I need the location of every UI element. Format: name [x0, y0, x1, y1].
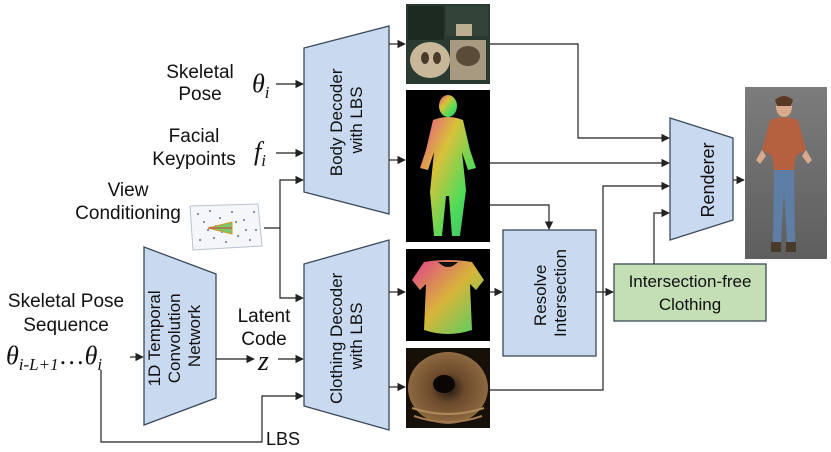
- rendered-avatar-image: [745, 87, 827, 259]
- body-decoder-label-line2: with LBS: [347, 86, 366, 154]
- arrow-view-to-body: [264, 175, 304, 229]
- latent-code-line1: Latent: [238, 306, 292, 327]
- body-normal-image: [406, 90, 490, 242]
- clothing-normal-image: [406, 249, 490, 341]
- arrow-bodytex-to-renderer: [490, 43, 670, 143]
- z-symbol: z: [257, 346, 269, 377]
- arrow-view-to-clothing: [279, 228, 304, 303]
- clothing-texture-image: [406, 348, 490, 428]
- temporal-conv-label-line1: 1D Temporal: [145, 290, 164, 386]
- pose-sequence-label-line1: Skeletal Pose: [8, 291, 124, 312]
- view-pointcloud-thumbnail: [189, 203, 263, 251]
- latent-code-label: Latent Code z: [238, 306, 292, 377]
- lbs-label: LBS: [266, 429, 300, 449]
- intersection-free-clothing-block: Intersection-free Clothing: [613, 263, 767, 322]
- intersection-free-label-line1: Intersection-free: [629, 272, 752, 291]
- facial-keypoints-label-line2: Keypoints: [152, 149, 235, 170]
- arrow-free-to-renderer: [653, 208, 670, 264]
- resolve-intersection-block: Resolve Intersection: [502, 229, 597, 357]
- latent-code-line2: Code: [241, 329, 286, 350]
- svg-text:Clothing Decoder with LB: Clothing Decoder with LBS: [327, 268, 366, 404]
- resolve-intersection-label-line2: Intersection: [551, 249, 570, 337]
- arrow-bodynormal-to-resolve: [490, 204, 554, 230]
- renderer-label: Renderer: [698, 142, 718, 217]
- facial-keypoints-label-line1: Facial: [169, 126, 220, 147]
- intersection-free-label-line2: Clothing: [659, 295, 721, 314]
- body-texture-image: [406, 4, 490, 84]
- svg-text:Resolve Intersection: Resolve Intersection: [531, 249, 570, 337]
- clothing-decoder-block: Clothing Decoder with LBS: [303, 239, 390, 431]
- skeletal-pose-label-line2: Pose: [178, 84, 221, 105]
- pose-sequence-label-line2: Sequence: [23, 315, 109, 336]
- temporal-conv-label-line2: Convolution: [165, 293, 184, 383]
- connections: [100, 39, 745, 443]
- body-decoder-label-line1: Body Decoder: [327, 68, 346, 176]
- theta-sequence-symbol: θi-L+1…θi: [6, 341, 102, 374]
- view-conditioning-label-line1: View: [108, 180, 149, 201]
- arrow-lbs-skip: [100, 370, 304, 443]
- temporal-conv-block: 1D Temporal Convolution Network: [143, 246, 217, 426]
- skeletal-pose-label-line1: Skeletal: [166, 62, 234, 83]
- view-conditioning-input: View Conditioning: [75, 180, 263, 251]
- facial-keypoints-input: Facial Keypoints fi: [152, 126, 266, 170]
- clothing-decoder-label-line1: Clothing Decoder: [327, 272, 346, 404]
- renderer-block: Renderer: [669, 117, 734, 241]
- theta-i-symbol: θi: [252, 69, 270, 102]
- arrow-clothtex-to-renderer: [490, 181, 670, 391]
- svg-text:Body Decoder with LBS: Body Decoder with LBS: [327, 64, 366, 176]
- svg-text:1D Temporal Convolution: 1D Temporal Convolution Network: [145, 286, 204, 387]
- pose-sequence-input: Skeletal Pose Sequence θi-L+1…θi: [6, 291, 124, 374]
- view-conditioning-label-line2: Conditioning: [75, 203, 181, 224]
- temporal-conv-label-line3: Network: [185, 304, 204, 367]
- f-i-symbol: fi: [254, 137, 266, 170]
- body-decoder-block: Body Decoder with LBS: [303, 25, 390, 215]
- resolve-intersection-label-line1: Resolve: [531, 265, 550, 326]
- clothing-decoder-label-line2: with LBS: [347, 302, 366, 370]
- skeletal-pose-input: Skeletal Pose θi: [166, 62, 270, 105]
